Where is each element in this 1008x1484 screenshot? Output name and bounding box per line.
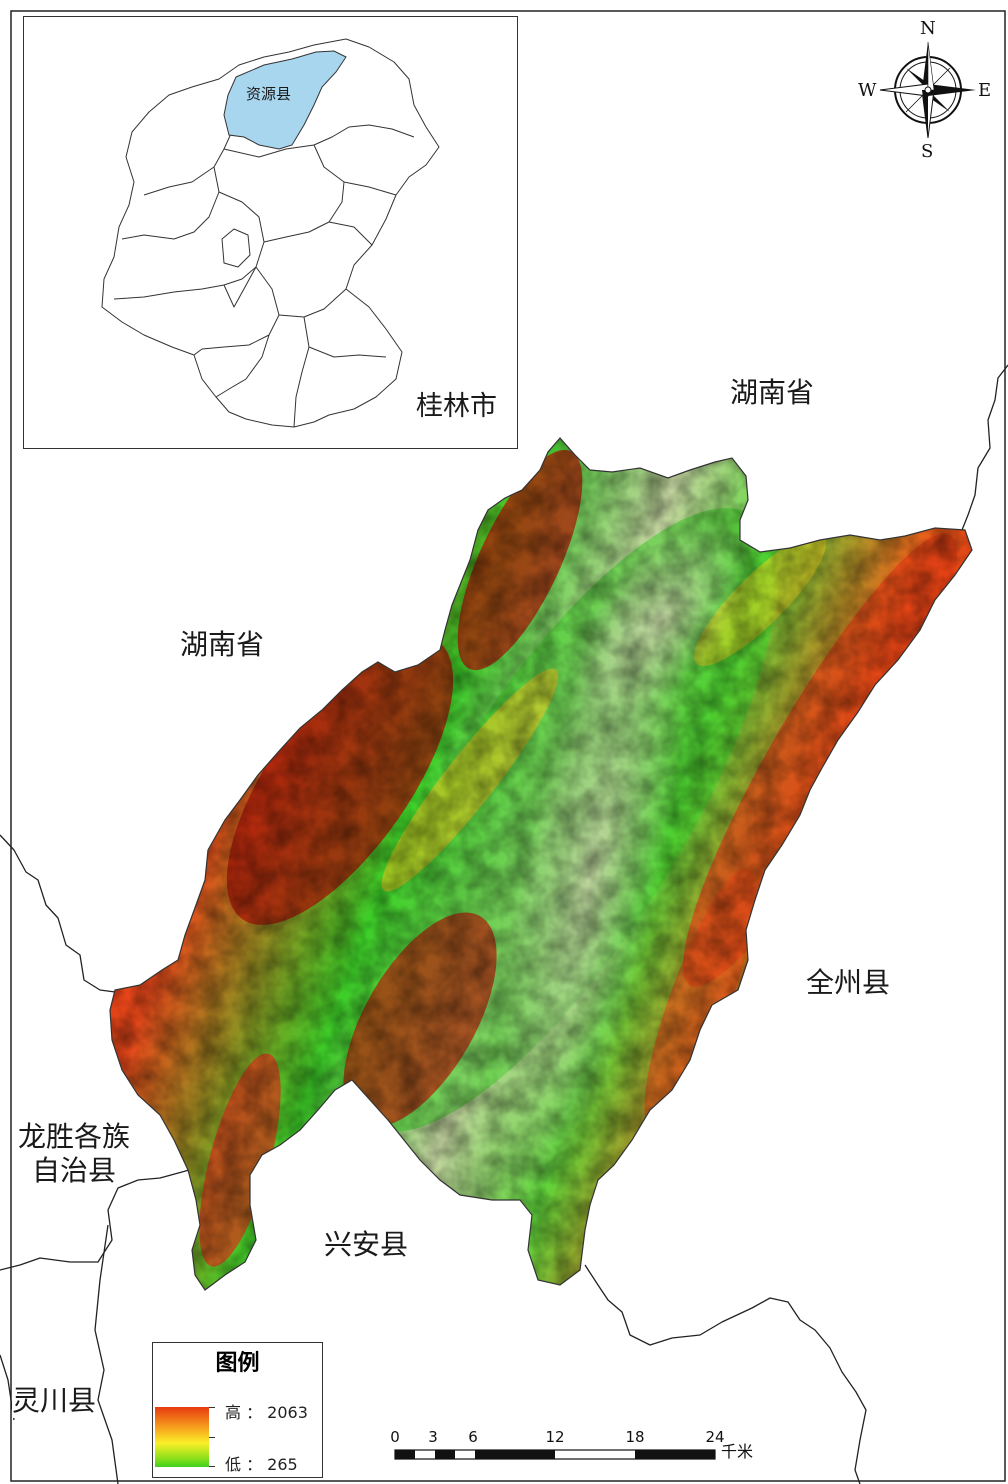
scale-unit-label: 千米 <box>721 1442 754 1461</box>
legend-tick-mid <box>209 1437 215 1438</box>
scale-bar-graphic <box>394 1449 716 1460</box>
label-lingchuan: 灵川县 <box>12 1384 97 1418</box>
legend-tick-high <box>209 1407 215 1408</box>
compass-letter-w: W <box>858 80 877 101</box>
label-hunan-top: 湖南省 <box>730 376 815 409</box>
county-boundaries <box>0 364 1008 1484</box>
inset-city-label: 桂林市 <box>416 391 497 422</box>
inset-map-canvas <box>101 38 440 428</box>
scale-tick-5: 24 <box>705 1428 725 1446</box>
label-longsheng: 龙胜各族 自治县 <box>18 1120 130 1187</box>
compass-letter-s: S <box>921 141 934 162</box>
scale-bar: 0 3 6 12 18 24 千米 <box>385 1428 765 1472</box>
label-xingan: 兴安县 <box>324 1228 409 1261</box>
label-hunan-left: 湖南省 <box>180 628 265 661</box>
inset-county-label: 资源县 <box>246 85 292 103</box>
north-arrow-compass-rose <box>879 41 976 139</box>
map-frame <box>10 10 1006 1482</box>
scale-tick-4: 18 <box>625 1428 645 1446</box>
label-longsheng-line1: 龙胜各族 <box>18 1120 131 1153</box>
scale-tick-2: 6 <box>468 1428 478 1446</box>
label-quanzhou: 全州县 <box>806 966 891 999</box>
legend-title: 图例 <box>215 1351 260 1376</box>
label-longsheng-line2: 自治县 <box>32 1153 117 1187</box>
compass-letter-e: E <box>978 80 992 101</box>
county-dem <box>110 438 972 1290</box>
compass-letter-n: N <box>920 18 936 39</box>
scale-tick-1: 3 <box>428 1428 438 1446</box>
inset-highlight-county <box>223 50 347 150</box>
legend: 图例 高 ： 2063 低 ： 265 <box>152 1342 323 1478</box>
inset-locator-map: 资源县 桂林市 <box>23 16 518 449</box>
legend-tick-low <box>209 1466 215 1467</box>
scale-tick-0: 0 <box>390 1428 400 1446</box>
legend-low-label: 低 ： 265 <box>225 1455 298 1474</box>
county-outline <box>109 437 973 1291</box>
legend-high-label: 高 ： 2063 <box>225 1403 308 1422</box>
scale-tick-3: 12 <box>545 1428 565 1446</box>
legend-color-ramp <box>155 1407 209 1467</box>
